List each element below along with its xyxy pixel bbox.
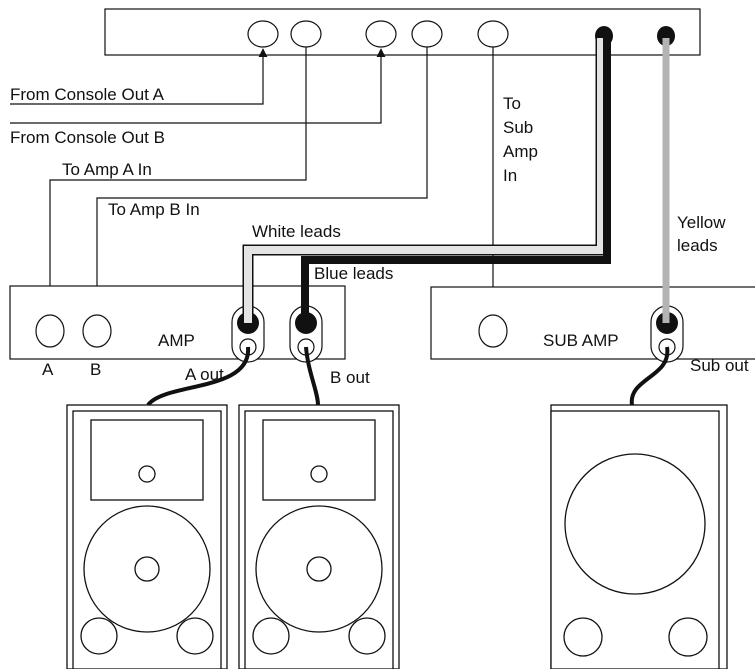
a-out-label: A out <box>185 365 224 384</box>
to-sub-amp-in-label-4: In <box>503 166 517 185</box>
speaker-a-cable <box>146 346 251 407</box>
b-out-label: B out <box>330 368 370 387</box>
speaker-b-cable <box>304 346 320 406</box>
white-lead <box>244 38 605 323</box>
to-sub-amp-in-label-1: To <box>503 94 521 113</box>
blue-leads-label: Blue leads <box>314 264 393 283</box>
yellow-leads-label-2: leads <box>677 236 718 255</box>
subwoofer-cable <box>629 346 670 406</box>
amp-input-a-jack <box>35 314 65 348</box>
to-amp-a-in-label: To Amp A In <box>62 160 152 179</box>
to-sub-amp-in-label-3: Amp <box>503 142 538 161</box>
sub-amp-label: SUB AMP <box>543 331 619 350</box>
amp-a-out-jack <box>290 20 322 48</box>
amp-input-b-jack <box>82 314 112 348</box>
sub-amp-input-jack <box>478 314 508 348</box>
to-sub-amp-in-label-2: Sub <box>503 118 533 137</box>
amp-b-out-jack <box>411 20 443 48</box>
console-out-a-line <box>10 48 268 105</box>
sub-out-jack <box>477 20 509 48</box>
console-out-b-line <box>10 48 386 124</box>
speaker-cabinet-b <box>238 404 400 669</box>
amp-label: AMP <box>158 331 195 350</box>
console-in-a-jack <box>247 20 279 48</box>
console-in-b-jack <box>365 20 397 48</box>
to-amp-a-line <box>45 47 307 314</box>
to-amp-b-line <box>92 47 428 314</box>
input-b-label: B <box>90 360 101 379</box>
white-leads-label: White leads <box>252 222 341 241</box>
subwoofer-cabinet <box>550 404 728 669</box>
console-out-a-label: From Console Out A <box>10 85 165 104</box>
amp-unit <box>9 285 346 360</box>
input-a-label: A <box>42 360 54 379</box>
yellow-lead-terminal <box>657 26 675 46</box>
to-amp-b-in-label: To Amp B In <box>108 200 200 219</box>
sub-out-label: Sub out <box>690 356 749 375</box>
blue-lead <box>301 38 611 323</box>
yellow-leads-label-1: Yellow <box>677 213 726 232</box>
speaker-cabinet-a <box>66 404 228 669</box>
console-out-b-label: From Console Out B <box>10 128 165 147</box>
